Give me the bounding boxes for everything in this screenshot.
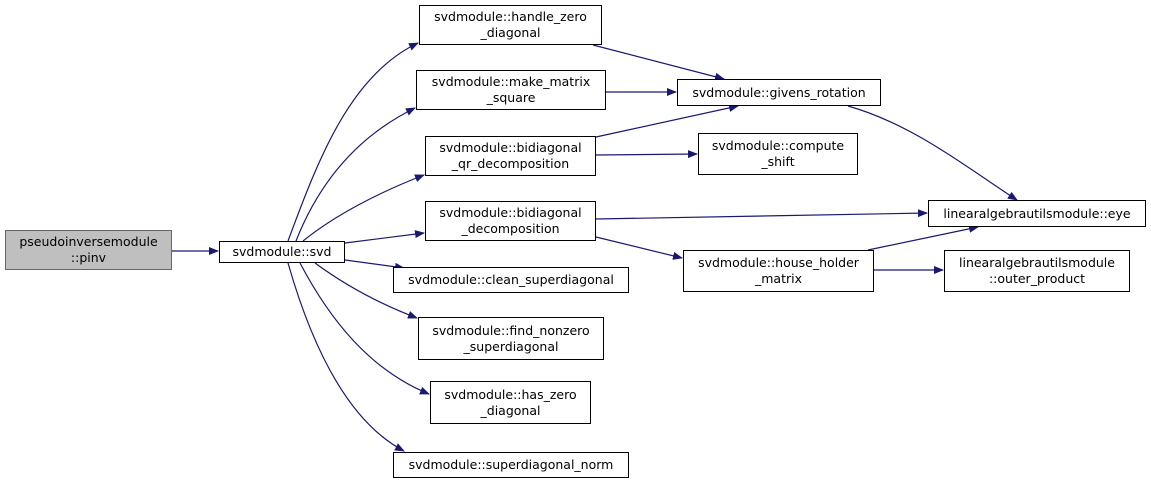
node-label-line: svdmodule::clean_superdiagonal: [408, 272, 614, 287]
edge-svd-to-find-nonzero-superdiagonal: [314, 262, 418, 319]
edge-svd-to-bidiagonal-qr-decomposition: [302, 174, 425, 242]
edge-handle-zero-diagonal-to-givens-rotation: [592, 44, 725, 81]
node-has-zero-diagonal[interactable]: svdmodule::has_zero_diagonal: [430, 381, 591, 424]
node-outer-product[interactable]: linearalgebrautilsmodule::outer_product: [944, 250, 1130, 292]
node-label-line: svdmodule::has_zero: [444, 386, 577, 402]
node-label-line: _qr_decomposition: [451, 156, 570, 171]
node-find-nonzero-superdiagonal[interactable]: svdmodule::find_nonzero_superdiagonal: [418, 317, 604, 360]
node-bidiagonal-qr-decomposition[interactable]: svdmodule::bidiagonal_qr_decomposition: [425, 136, 596, 176]
edge-bidiagonal-qr-decomposition-to-compute-shift: [595, 150, 698, 159]
node-svd[interactable]: svdmodule::svd: [219, 241, 345, 263]
node-bidiagonal-decomposition[interactable]: svdmodule::bidiagonal_decomposition: [425, 201, 596, 241]
edge-house-holder-matrix-to-eye: [867, 224, 979, 251]
node-make-matrix-square[interactable]: svdmodule::make_matrix_square: [416, 70, 606, 110]
node-label-line: svdmodule::house_holder: [698, 255, 859, 270]
node-label-line: svdmodule::bidiagonal: [439, 205, 582, 220]
edge-svd-to-clean-superdiagonal: [344, 259, 405, 271]
edge-svd-to-superdiagonal-norm: [287, 262, 405, 452]
edge-svd-to-has-zero-diagonal: [299, 262, 430, 395]
node-label-line: svdmodule::givens_rotation: [692, 84, 866, 100]
node-label-line: pseudoinversemodule: [19, 234, 158, 249]
node-label-line: _matrix: [755, 271, 802, 286]
node-label-line: _superdiagonal: [463, 338, 559, 354]
node-label-line: linearalgebrautilsmodule: [959, 255, 1115, 270]
node-compute-shift[interactable]: svdmodule::compute_shift: [698, 133, 858, 175]
node-superdiagonal-norm[interactable]: svdmodule::superdiagonal_norm: [393, 452, 629, 478]
node-label-line: svdmodule::bidiagonal: [439, 140, 582, 155]
node-label-line: svdmodule::handle_zero: [434, 9, 587, 24]
node-eye[interactable]: linearalgebrautilsmodule::eye: [928, 200, 1146, 227]
edge-bidiagonal-qr-decomposition-to-givens-rotation: [595, 104, 739, 138]
node-label-line: _square: [486, 90, 536, 105]
edge-bidiagonal-decomposition-to-house-holder-matrix: [595, 236, 683, 260]
node-label-line: svdmodule::compute: [711, 138, 845, 153]
node-label-line: svdmodule::make_matrix: [431, 74, 591, 89]
node-label-line: svdmodule::find_nonzero: [432, 322, 590, 338]
node-pinv[interactable]: pseudoinversemodule::pinv: [5, 230, 172, 270]
node-label-line: svdmodule::superdiagonal_norm: [408, 457, 614, 472]
node-label-line: svdmodule::svd: [232, 244, 332, 259]
node-label-line: _shift: [761, 154, 795, 169]
node-label-line: _diagonal: [480, 402, 541, 418]
edge-svd-to-bidiagonal-decomposition: [344, 230, 425, 244]
edge-bidiagonal-decomposition-to-eye: [595, 209, 928, 220]
node-label-line: ::pinv: [70, 250, 107, 265]
node-house-holder-matrix[interactable]: svdmodule::house_holder_matrix: [683, 250, 874, 292]
edge-svd-to-make-matrix-square: [295, 107, 416, 242]
node-label-line: linearalgebrautilsmodule::eye: [943, 205, 1131, 221]
node-label-line: ::outer_product: [988, 271, 1086, 286]
edge-svd-to-handle-zero-diagonal: [287, 42, 419, 242]
node-label-line: _decomposition: [461, 221, 560, 236]
edge-givens-rotation-to-eye: [847, 105, 1018, 201]
node-handle-zero-diagonal[interactable]: svdmodule::handle_zero_diagonal: [419, 5, 602, 45]
node-clean-superdiagonal[interactable]: svdmodule::clean_superdiagonal: [393, 267, 629, 293]
node-givens-rotation[interactable]: svdmodule::givens_rotation: [677, 79, 881, 106]
node-label-line: _diagonal: [480, 25, 541, 40]
